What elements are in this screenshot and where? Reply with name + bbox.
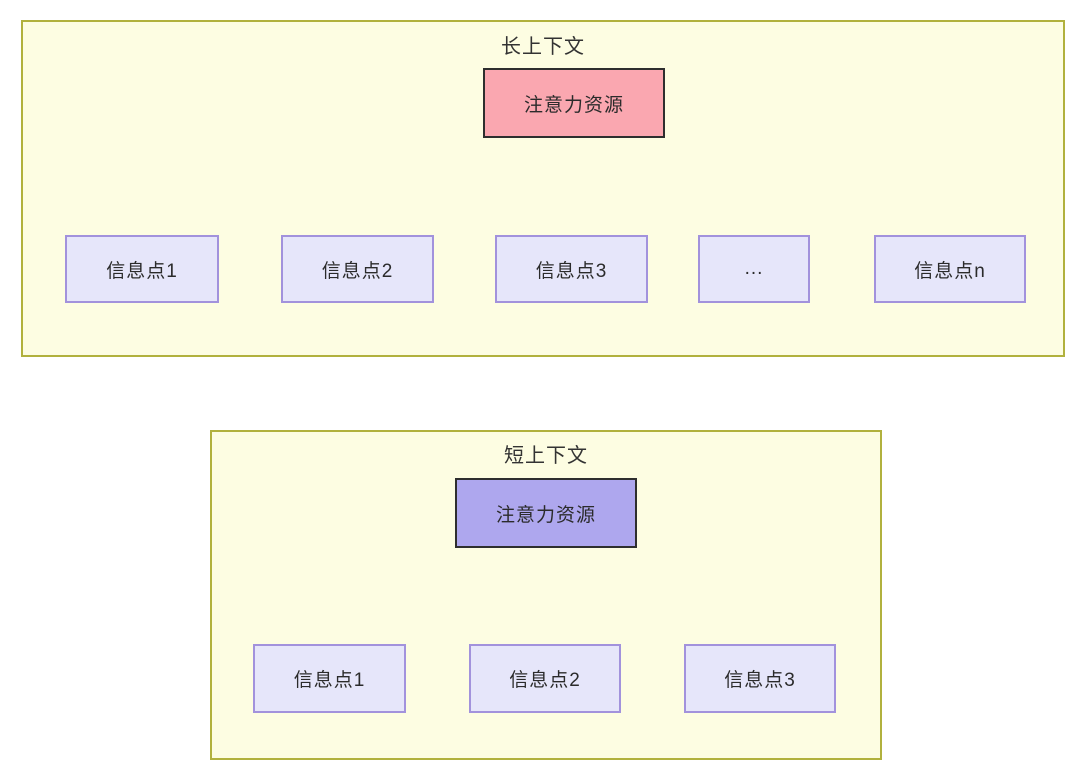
short-attention-resource-node: 注意力资源 bbox=[455, 478, 637, 548]
long-info-node-1: 信息点1 bbox=[65, 235, 219, 303]
short-info-node-2: 信息点2 bbox=[469, 644, 621, 713]
short-info-node-3: 信息点3 bbox=[684, 644, 836, 713]
long-info-node-3: 信息点3 bbox=[495, 235, 648, 303]
long-info-node-n: 信息点n bbox=[874, 235, 1026, 303]
long-info-node-2: 信息点2 bbox=[281, 235, 434, 303]
long-context-title: 长上下文 bbox=[501, 36, 585, 58]
long-attention-resource-node: 注意力资源 bbox=[483, 68, 665, 138]
long-info-node-ellipsis: ... bbox=[698, 235, 810, 303]
short-info-node-1: 信息点1 bbox=[253, 644, 406, 713]
short-context-title: 短上下文 bbox=[504, 445, 588, 467]
